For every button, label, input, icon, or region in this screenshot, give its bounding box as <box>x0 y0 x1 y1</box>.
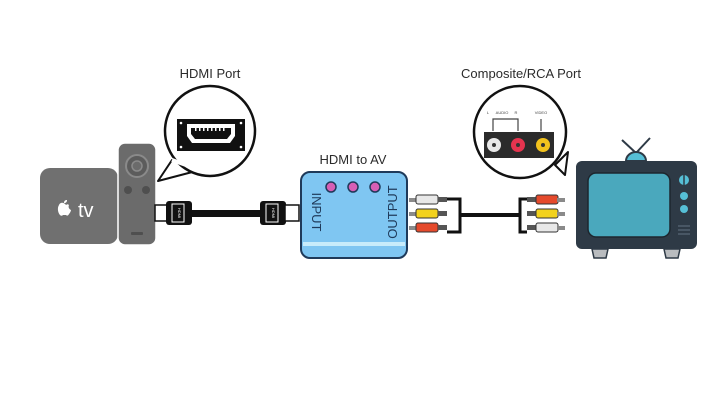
apple-tv-box: tv <box>40 168 118 244</box>
rca-label-audio: AUDIO <box>496 110 509 115</box>
converter-label: HDMI to AV <box>320 152 387 167</box>
tv-screen <box>587 172 671 238</box>
retro-tv <box>576 137 697 259</box>
tv-knob-1-icon <box>680 192 688 200</box>
tv-antenna-right <box>635 137 651 154</box>
hdmi-port-icon <box>177 119 245 151</box>
apple-tv-body <box>40 168 118 244</box>
converter-led-3 <box>369 181 381 193</box>
hdmi-plug-left: HDMI <box>154 201 192 225</box>
apple-tv-label: tv <box>78 200 94 222</box>
hdmi-to-av-converter: INPUT OUTPUT <box>300 171 408 259</box>
rca-plug-left-red <box>409 222 447 233</box>
hdmi-port-callout <box>157 84 257 182</box>
rca-plug-right-white <box>527 222 565 233</box>
hdmi-plug-right: HDMI <box>260 201 300 225</box>
converter-output-label: OUTPUT <box>385 185 400 239</box>
apple-logo-icon <box>57 200 71 216</box>
tv-knob-2-icon <box>680 205 688 213</box>
converter-input-label: INPUT <box>309 193 324 232</box>
rca-plug-left-white <box>409 194 447 205</box>
rca-label-video: VIDEO <box>535 110 547 115</box>
rca-plug-left-yellow <box>409 208 447 219</box>
hdmi-plug-right-label: HDMI <box>271 208 276 218</box>
rca-port-panel: L AUDIO R VIDEO <box>484 110 554 158</box>
tv-foot-left <box>591 248 609 259</box>
composite-port-callout: L AUDIO R VIDEO <box>472 84 569 180</box>
rca-label-left: L <box>487 110 490 115</box>
apple-remote <box>117 142 157 246</box>
converter-led-2 <box>347 181 359 193</box>
remote-menu-button-icon <box>124 186 132 194</box>
rca-plug-right-red <box>527 194 565 205</box>
tv-foot-right <box>663 248 681 259</box>
rca-cable <box>409 194 565 234</box>
converter-led-1 <box>325 181 337 193</box>
composite-port-label: Composite/RCA Port <box>461 66 581 81</box>
hdmi-plug-left-label: HDMI <box>177 208 182 218</box>
hdmi-port-label: HDMI Port <box>180 66 241 81</box>
rca-plug-right-yellow <box>527 208 565 219</box>
tv-antenna-left <box>621 139 637 154</box>
rca-label-right: R <box>515 110 518 115</box>
remote-play-button-icon <box>142 186 150 194</box>
hdmi-cable: HDMI HDMI <box>154 201 300 225</box>
